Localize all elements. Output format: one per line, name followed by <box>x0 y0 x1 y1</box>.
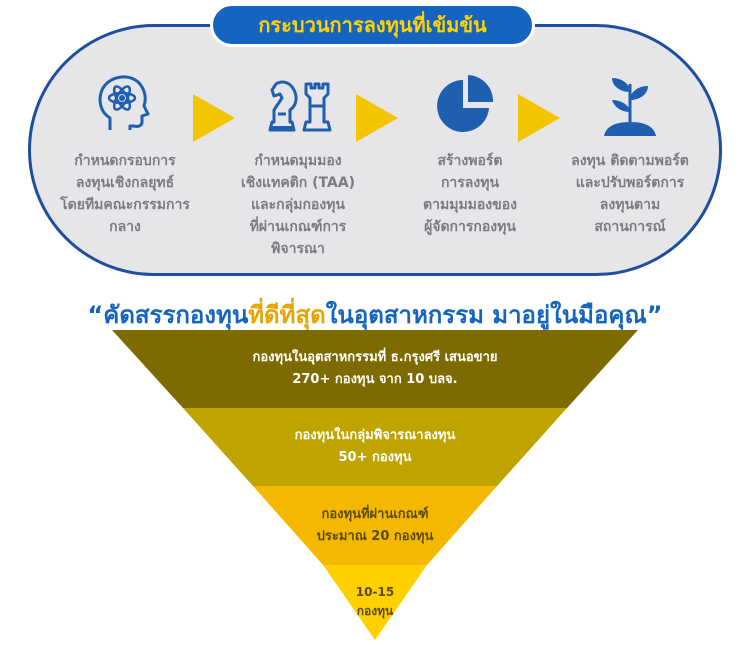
funnel-layer-2-shape <box>183 408 567 486</box>
process-step-2: กำหนดมุมมอง เชิงแทคติก (TAA) และกลุ่มกอง… <box>218 70 378 270</box>
funnel-layer-4-shape <box>323 565 427 640</box>
flow-arrow-2 <box>356 94 398 142</box>
brain-atom-icon <box>98 75 150 130</box>
tagline-close-quote: ” <box>646 301 663 329</box>
process-step-4: ลงทุน ติดตามพอร์ต และปรับพอร์ตการ ลงทุนต… <box>550 70 710 260</box>
funnel-layer-3-shape <box>253 486 497 565</box>
flow-arrow-1 <box>193 94 235 142</box>
tagline-open-quote: “ <box>87 301 104 329</box>
funnel-layer-1-shape <box>112 330 638 408</box>
process-title: กระบวนการลงทุนที่เข้มข้น <box>210 3 535 47</box>
plant-hand-icon <box>604 78 656 136</box>
step-3-label: สร้างพอร์ต การลงทุน ตามมุมมองของ ผู้จัดก… <box>423 153 517 235</box>
process-panel <box>28 24 722 276</box>
tagline-highlight: ที่ดีที่สุด <box>248 301 326 329</box>
step-1-label: กำหนดกรอบการ ลงทุนเชิงกลยุทธ์ โดยทีมคณะก… <box>60 153 190 235</box>
funnel-layer-1-text: กองทุนในอุตสาหกรรมที่ ธ.กรุงศรี เสนอขาย … <box>252 350 498 387</box>
process-step-1: กำหนดกรอบการ ลงทุนเชิงกลยุทธ์ โดยทีมคณะก… <box>40 70 210 260</box>
funnel-layer-4-text: 10-15 กองทุน <box>355 585 395 618</box>
step-4-label: ลงทุน ติดตามพอร์ต และปรับพอร์ตการ ลงทุนต… <box>571 153 689 235</box>
tagline: “คัดสรรกองทุนที่ดีที่สุดในอุตสาหกรรม มาอ… <box>0 295 750 334</box>
process-step-3: สร้างพอร์ต การลงทุน ตามมุมมองของ ผู้จัดก… <box>390 70 550 260</box>
chess-pieces-icon <box>268 80 332 132</box>
step-2-label: กำหนดมุมมอง เชิงแทคติก (TAA) และกลุ่มกอง… <box>240 153 356 257</box>
funnel-layer-2-text: กองทุนในกลุ่มพิจารณาลงทุน 50+ กองทุน <box>294 428 456 465</box>
flow-arrow-3 <box>518 94 560 142</box>
tagline-part-1: คัดสรรกองทุน <box>103 301 249 329</box>
pie-chart-icon <box>437 75 494 132</box>
funnel-layer-3-text: กองทุนที่ผ่านเกณฑ์ ประมาณ 20 กองทุน <box>316 507 434 544</box>
tagline-part-2: ในอุตสาหกรรม มาอยู่ในมือคุณ <box>325 301 647 329</box>
